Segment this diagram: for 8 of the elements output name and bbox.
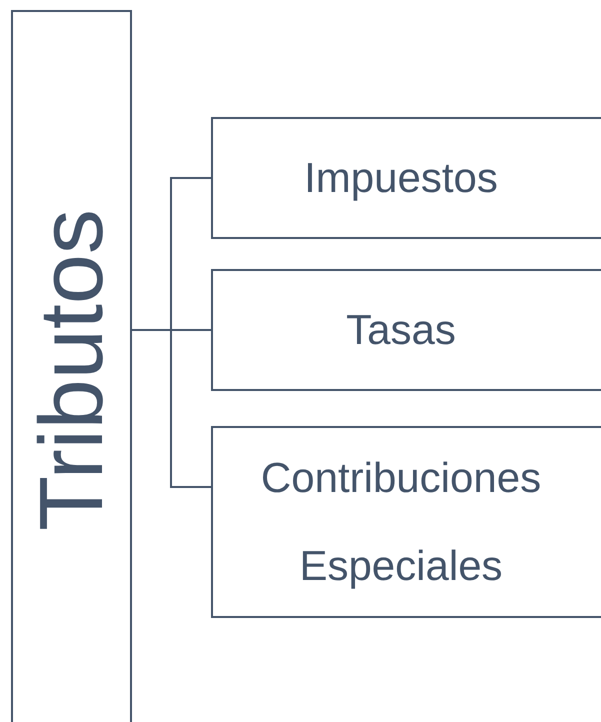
item-label: Impuestos <box>304 152 499 203</box>
item-box <box>211 269 601 391</box>
item-box <box>211 426 601 618</box>
item-label: Contribuciones Especiales <box>260 452 542 591</box>
category-box <box>11 10 132 722</box>
item-box <box>211 117 601 239</box>
category-title: Tributos <box>26 209 116 531</box>
item-label: Tasas <box>346 304 457 355</box>
